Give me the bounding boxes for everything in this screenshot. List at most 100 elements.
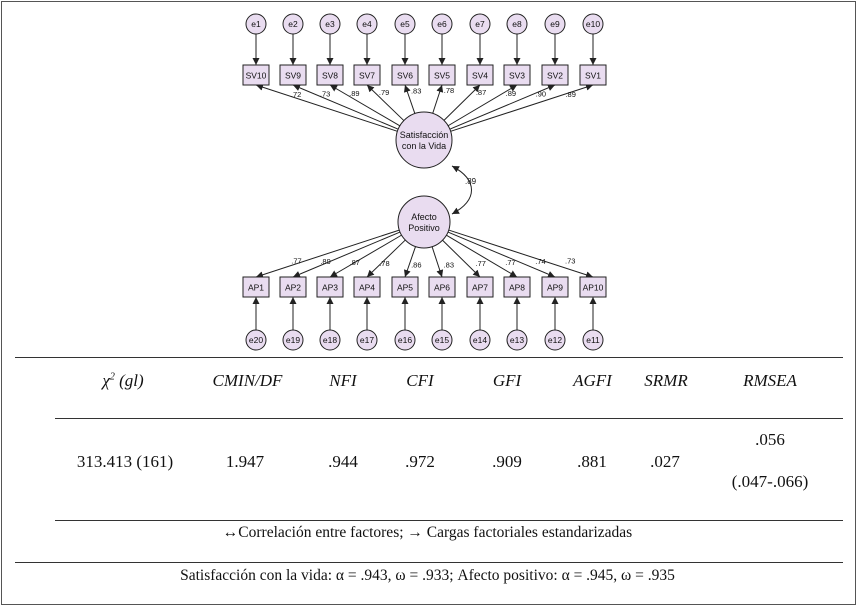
bottom-error-e15 [431, 329, 453, 351]
bottom-loading-arrow-AP2 [292, 231, 401, 278]
factor-afecto-label-2: Positivo [408, 223, 440, 233]
top-error-label-e10: e10 [586, 19, 600, 29]
top-loading-SV2: .90 [536, 90, 546, 99]
top-error-label-e8: e8 [512, 19, 522, 29]
top-error-e9 [544, 13, 566, 35]
top-loading-SV8: .89 [349, 89, 359, 98]
top-error-e10 [582, 13, 604, 35]
top-indicator-SV10 [242, 64, 270, 86]
table-rule-legend [15, 562, 843, 563]
top-indicator-SV7 [353, 64, 381, 86]
correlation-value: .89 [465, 177, 477, 186]
top-indicator-SV4 [466, 64, 494, 86]
bottom-loading-AP9: .74 [535, 257, 545, 266]
bottom-loading-AP2: .89 [320, 257, 330, 266]
top-indicator-label-SV2: SV2 [547, 71, 563, 81]
top-indicator-SV1 [579, 64, 607, 86]
factor-afecto-label-1: Afecto [411, 212, 437, 222]
bottom-loading-AP1: .77 [291, 257, 301, 266]
legend-note: ↔Correlación entre factores; → Cargas fa… [222, 524, 633, 541]
bottom-indicator-AP5 [391, 276, 419, 298]
bottom-error-label-e12: e12 [548, 335, 562, 345]
factor-afecto-circle [397, 195, 451, 249]
bottom-loading-arrow-AP9 [447, 231, 556, 278]
bottom-error-label-e17: e17 [360, 335, 374, 345]
top-loading-SV10: .72 [291, 90, 301, 99]
bottom-error-label-e13: e13 [510, 335, 524, 345]
top-loading-SV7: .79 [379, 88, 389, 97]
bottom-loading-AP7: .77 [476, 259, 486, 268]
header-rmsea: RMSEA [743, 371, 797, 390]
bottom-indicator-label-AP3: AP3 [322, 283, 338, 293]
bottom-indicator-label-AP9: AP9 [547, 283, 563, 293]
top-loading-SV5: .78 [444, 86, 454, 95]
header-gfi: GFI [492, 371, 522, 390]
factor-satisfaccion-label-1: Satisfacción [400, 130, 449, 140]
bottom-indicator-label-AP6: AP6 [434, 283, 450, 293]
bottom-error-e17 [356, 329, 378, 351]
bottom-loading-arrow-AP5 [403, 246, 416, 278]
top-indicator-SV5 [428, 64, 456, 86]
top-indicator-label-SV7: SV7 [359, 71, 375, 81]
top-error-label-e4: e4 [362, 19, 372, 29]
top-loading-arrow-SV4 [443, 84, 481, 121]
top-indicator-SV9 [279, 64, 307, 86]
header-srmr: SRMR [644, 371, 688, 390]
bottom-error-label-e19: e19 [286, 335, 300, 345]
top-error-label-e9: e9 [550, 19, 560, 29]
bottom-error-label-e14: e14 [473, 335, 487, 345]
top-loading-SV6: .83 [411, 86, 421, 95]
top-indicator-label-SV6: SV6 [397, 71, 413, 81]
factor-satisfaccion: Satisfacción con la Vida [395, 111, 453, 169]
bottom-loading-AP5: .86 [411, 260, 421, 269]
bottom-error-e11 [582, 329, 604, 351]
top-loading-SV1: .89 [565, 90, 575, 99]
top-indicator-SV3 [503, 64, 531, 86]
top-loading-arrow-SV10 [255, 83, 398, 132]
top-error-e7 [469, 13, 491, 35]
value-srmr: .027 [650, 452, 680, 471]
bottom-indicator-AP3 [316, 276, 344, 298]
bottom-loading-AP8: .77 [505, 258, 515, 267]
bottom-error-e14 [469, 329, 491, 351]
bottom-error-label-e18: e18 [323, 335, 337, 345]
bottom-error-label-e20: e20 [249, 335, 263, 345]
top-loading-arrow-SV9 [292, 84, 399, 130]
top-indicator-label-SV9: SV9 [285, 71, 301, 81]
bottom-indicator-label-AP5: AP5 [397, 283, 413, 293]
bottom-loading-arrow-AP1 [255, 229, 400, 279]
reliability-note: Satisfacción con la vida: α = .943, ω = … [180, 567, 675, 584]
top-error-label-e5: e5 [400, 19, 410, 29]
value-chi-square: 313.413 (161) [76, 452, 174, 471]
top-indicator-label-SV3: SV3 [509, 71, 525, 81]
bottom-loading-arrow-AP3 [329, 234, 402, 278]
top-loading-arrow-SV7 [366, 84, 405, 121]
bottom-loading-arrow-AP7 [442, 239, 481, 278]
factor-afecto: Afecto Positivo [397, 195, 451, 249]
bottom-loading-AP3: .87 [350, 258, 360, 267]
top-loading-SV9: .73 [320, 90, 330, 99]
top-error-e1 [245, 13, 267, 35]
value-agfi: .881 [577, 452, 607, 471]
bottom-error-label-e16: e16 [398, 335, 412, 345]
value-gfi: .909 [492, 452, 522, 471]
top-error-label-e6: e6 [437, 19, 447, 29]
top-loading-arrow-SV3 [447, 84, 518, 127]
table-rule-header [55, 418, 843, 419]
top-error-e5 [394, 13, 416, 35]
factor-satisfaccion-circle [395, 111, 453, 169]
top-error-label-e2: e2 [288, 19, 298, 29]
top-loading-arrow-SV5 [432, 84, 444, 114]
bottom-error-label-e11: e11 [586, 335, 600, 345]
bottom-indicator-AP9 [541, 276, 569, 298]
top-indicator-label-SV8: SV8 [322, 71, 338, 81]
sem-path-diagram: e1SV10.72e2SV9.73e3SV8.89e4SV7.79e5SV6.8… [242, 13, 607, 351]
top-loading-arrow-SV8 [329, 84, 401, 127]
bottom-indicator-label-AP7: AP7 [472, 283, 488, 293]
header-agfi: AGFI [573, 371, 612, 390]
header-chi-square: χ2 (gl) [102, 371, 144, 390]
bottom-loading-arrow-AP4 [366, 239, 406, 278]
factor-satisfaccion-label-2: con la Vida [402, 141, 446, 151]
top-indicator-SV2 [541, 64, 569, 86]
